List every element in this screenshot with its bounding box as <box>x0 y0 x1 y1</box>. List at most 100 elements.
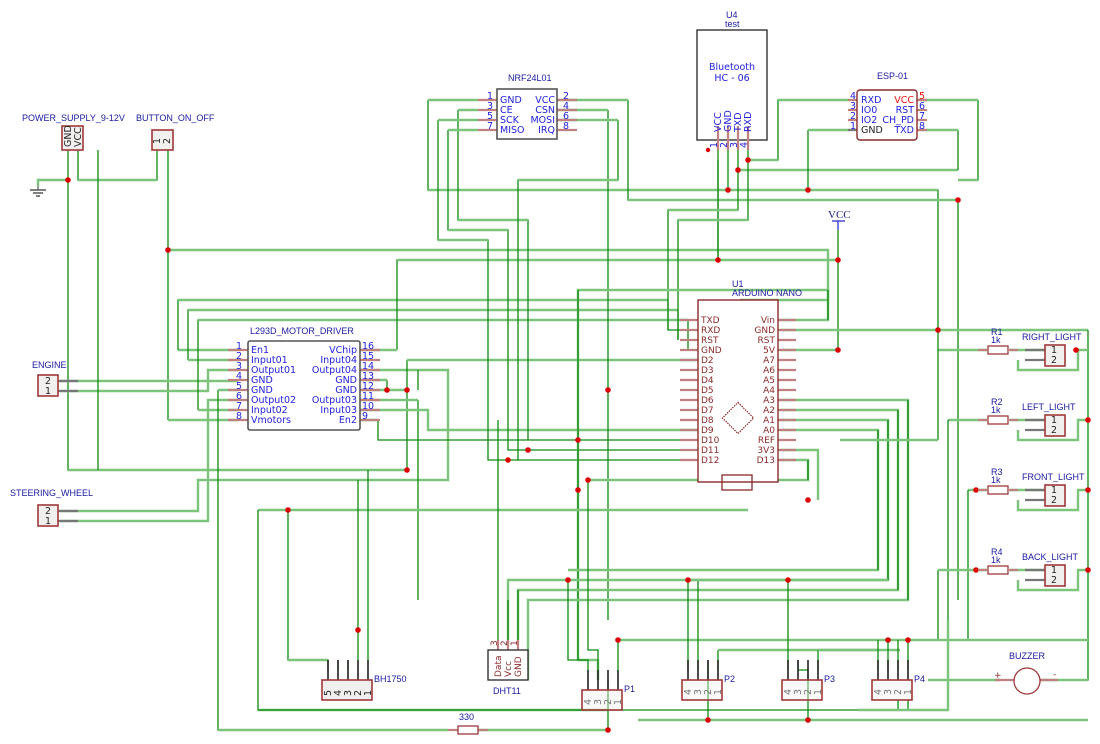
pin-gnd: GND <box>63 125 74 147</box>
connector-body <box>781 679 823 701</box>
dht11-body <box>487 649 529 681</box>
pin-2: 2 <box>1051 575 1057 586</box>
power-supply[interactable]: POWER_SUPPLY_9-12V GND VCC <box>22 113 125 151</box>
resistor-body <box>987 565 1009 575</box>
left-light-body <box>1044 414 1066 437</box>
back-light-label: BACK_LIGHT <box>1022 552 1079 562</box>
pin-number: 5 <box>919 91 925 102</box>
resistor-value: 1k <box>991 335 1001 345</box>
pin-name: A0 <box>763 426 775 436</box>
pin-number: 6 <box>919 101 925 112</box>
pin-name: RST <box>701 336 719 346</box>
pin-name: IO0 <box>861 105 877 116</box>
buzzer[interactable]: BUZZER + - <box>994 651 1058 695</box>
pin-number: 4 <box>739 142 750 148</box>
pin-number: 3 <box>490 640 500 646</box>
ground-symbol-icon <box>30 186 46 197</box>
pin-2: 2 <box>45 376 51 387</box>
pin-name: GND <box>500 95 522 106</box>
pin-number: 3 <box>593 699 604 705</box>
button-body <box>151 129 174 151</box>
pin-name: D7 <box>701 406 714 416</box>
pin-name: Data <box>494 656 504 678</box>
resistor-330-body <box>457 725 479 735</box>
resistor-ref: R3 <box>991 467 1003 477</box>
pin-number: 2 <box>603 699 614 705</box>
pin-name: D5 <box>701 386 714 396</box>
power-supply-body <box>61 125 84 151</box>
resistor-330-value: 330 <box>459 712 474 722</box>
pin-name: A3 <box>763 396 775 406</box>
resistor-330[interactable]: 330 <box>448 712 488 735</box>
pin-number: 4 <box>583 699 594 705</box>
pin-number: 13 <box>362 371 374 382</box>
resistor-body <box>987 345 1009 355</box>
pin-name: A6 <box>763 366 775 376</box>
bluetooth-hc06-module[interactable]: U4 test Bluetooth HC - 06 VCC1GND2TXD3RX… <box>696 10 768 150</box>
pin-name: Output04 <box>312 365 357 376</box>
pin-number: 15 <box>362 351 374 362</box>
pin-name: CH_PD <box>882 115 914 126</box>
pin-number: 4 <box>683 689 694 695</box>
arduino-nano[interactable]: U1 ARDUINO NANO TXDRXDRSTGNDD2D3D4D5D6D7… <box>680 279 802 491</box>
buzzer-body <box>1013 667 1041 695</box>
bluetooth-body <box>696 29 768 141</box>
engine-connector[interactable]: ENGINE 2 1 <box>32 360 78 397</box>
power-supply-label: POWER_SUPPLY_9-12V <box>22 113 125 123</box>
pin-number: 4 <box>333 690 344 696</box>
resistor-ref: R1 <box>991 327 1003 337</box>
front-light-body <box>1044 484 1066 507</box>
connector-body <box>681 679 723 701</box>
pin-name: RXD <box>743 112 754 132</box>
pin-name: D11 <box>701 446 719 456</box>
pin-name: Input02 <box>251 405 288 416</box>
pin-number: 1 <box>363 690 374 696</box>
pin-number: 5 <box>487 111 493 122</box>
resistor-ref: R2 <box>991 397 1003 407</box>
resistor-value: 1k <box>991 475 1001 485</box>
pin-name: Vin <box>761 316 775 326</box>
pin-2: 2 <box>1051 355 1057 366</box>
l293d-body <box>247 340 361 431</box>
pin-name: GND <box>723 110 734 132</box>
esp-label: ESP-01 <box>877 71 908 81</box>
pin-vcc: VCC <box>73 127 84 147</box>
pin-number: 2 <box>893 689 904 695</box>
bluetooth-title: Bluetooth <box>709 62 755 73</box>
pin-name: Output03 <box>312 395 357 406</box>
pin-number: 4 <box>850 91 856 102</box>
pin-number: 11 <box>362 391 374 402</box>
engine-label: ENGINE <box>32 360 67 370</box>
button-on-off[interactable]: BUTTON_ON_OFF 1 2 <box>136 113 215 151</box>
pin-1: 1 <box>1051 415 1057 426</box>
pin-number: 7 <box>919 111 925 122</box>
steering-wheel-connector[interactable]: STEERING_WHEEL 2 1 <box>10 488 93 527</box>
engine-body <box>37 374 59 397</box>
button-label: BUTTON_ON_OFF <box>136 113 215 123</box>
pin-number: 1 <box>487 91 493 102</box>
pin-name: D3 <box>701 366 714 376</box>
pin-number: 8 <box>236 411 242 422</box>
pin-1: 1 <box>1051 485 1057 496</box>
pin-name: A5 <box>763 376 775 386</box>
arduino-body <box>697 299 779 483</box>
connector-label: P2 <box>724 674 735 684</box>
bluetooth-subtitle: HC - 06 <box>714 73 749 84</box>
